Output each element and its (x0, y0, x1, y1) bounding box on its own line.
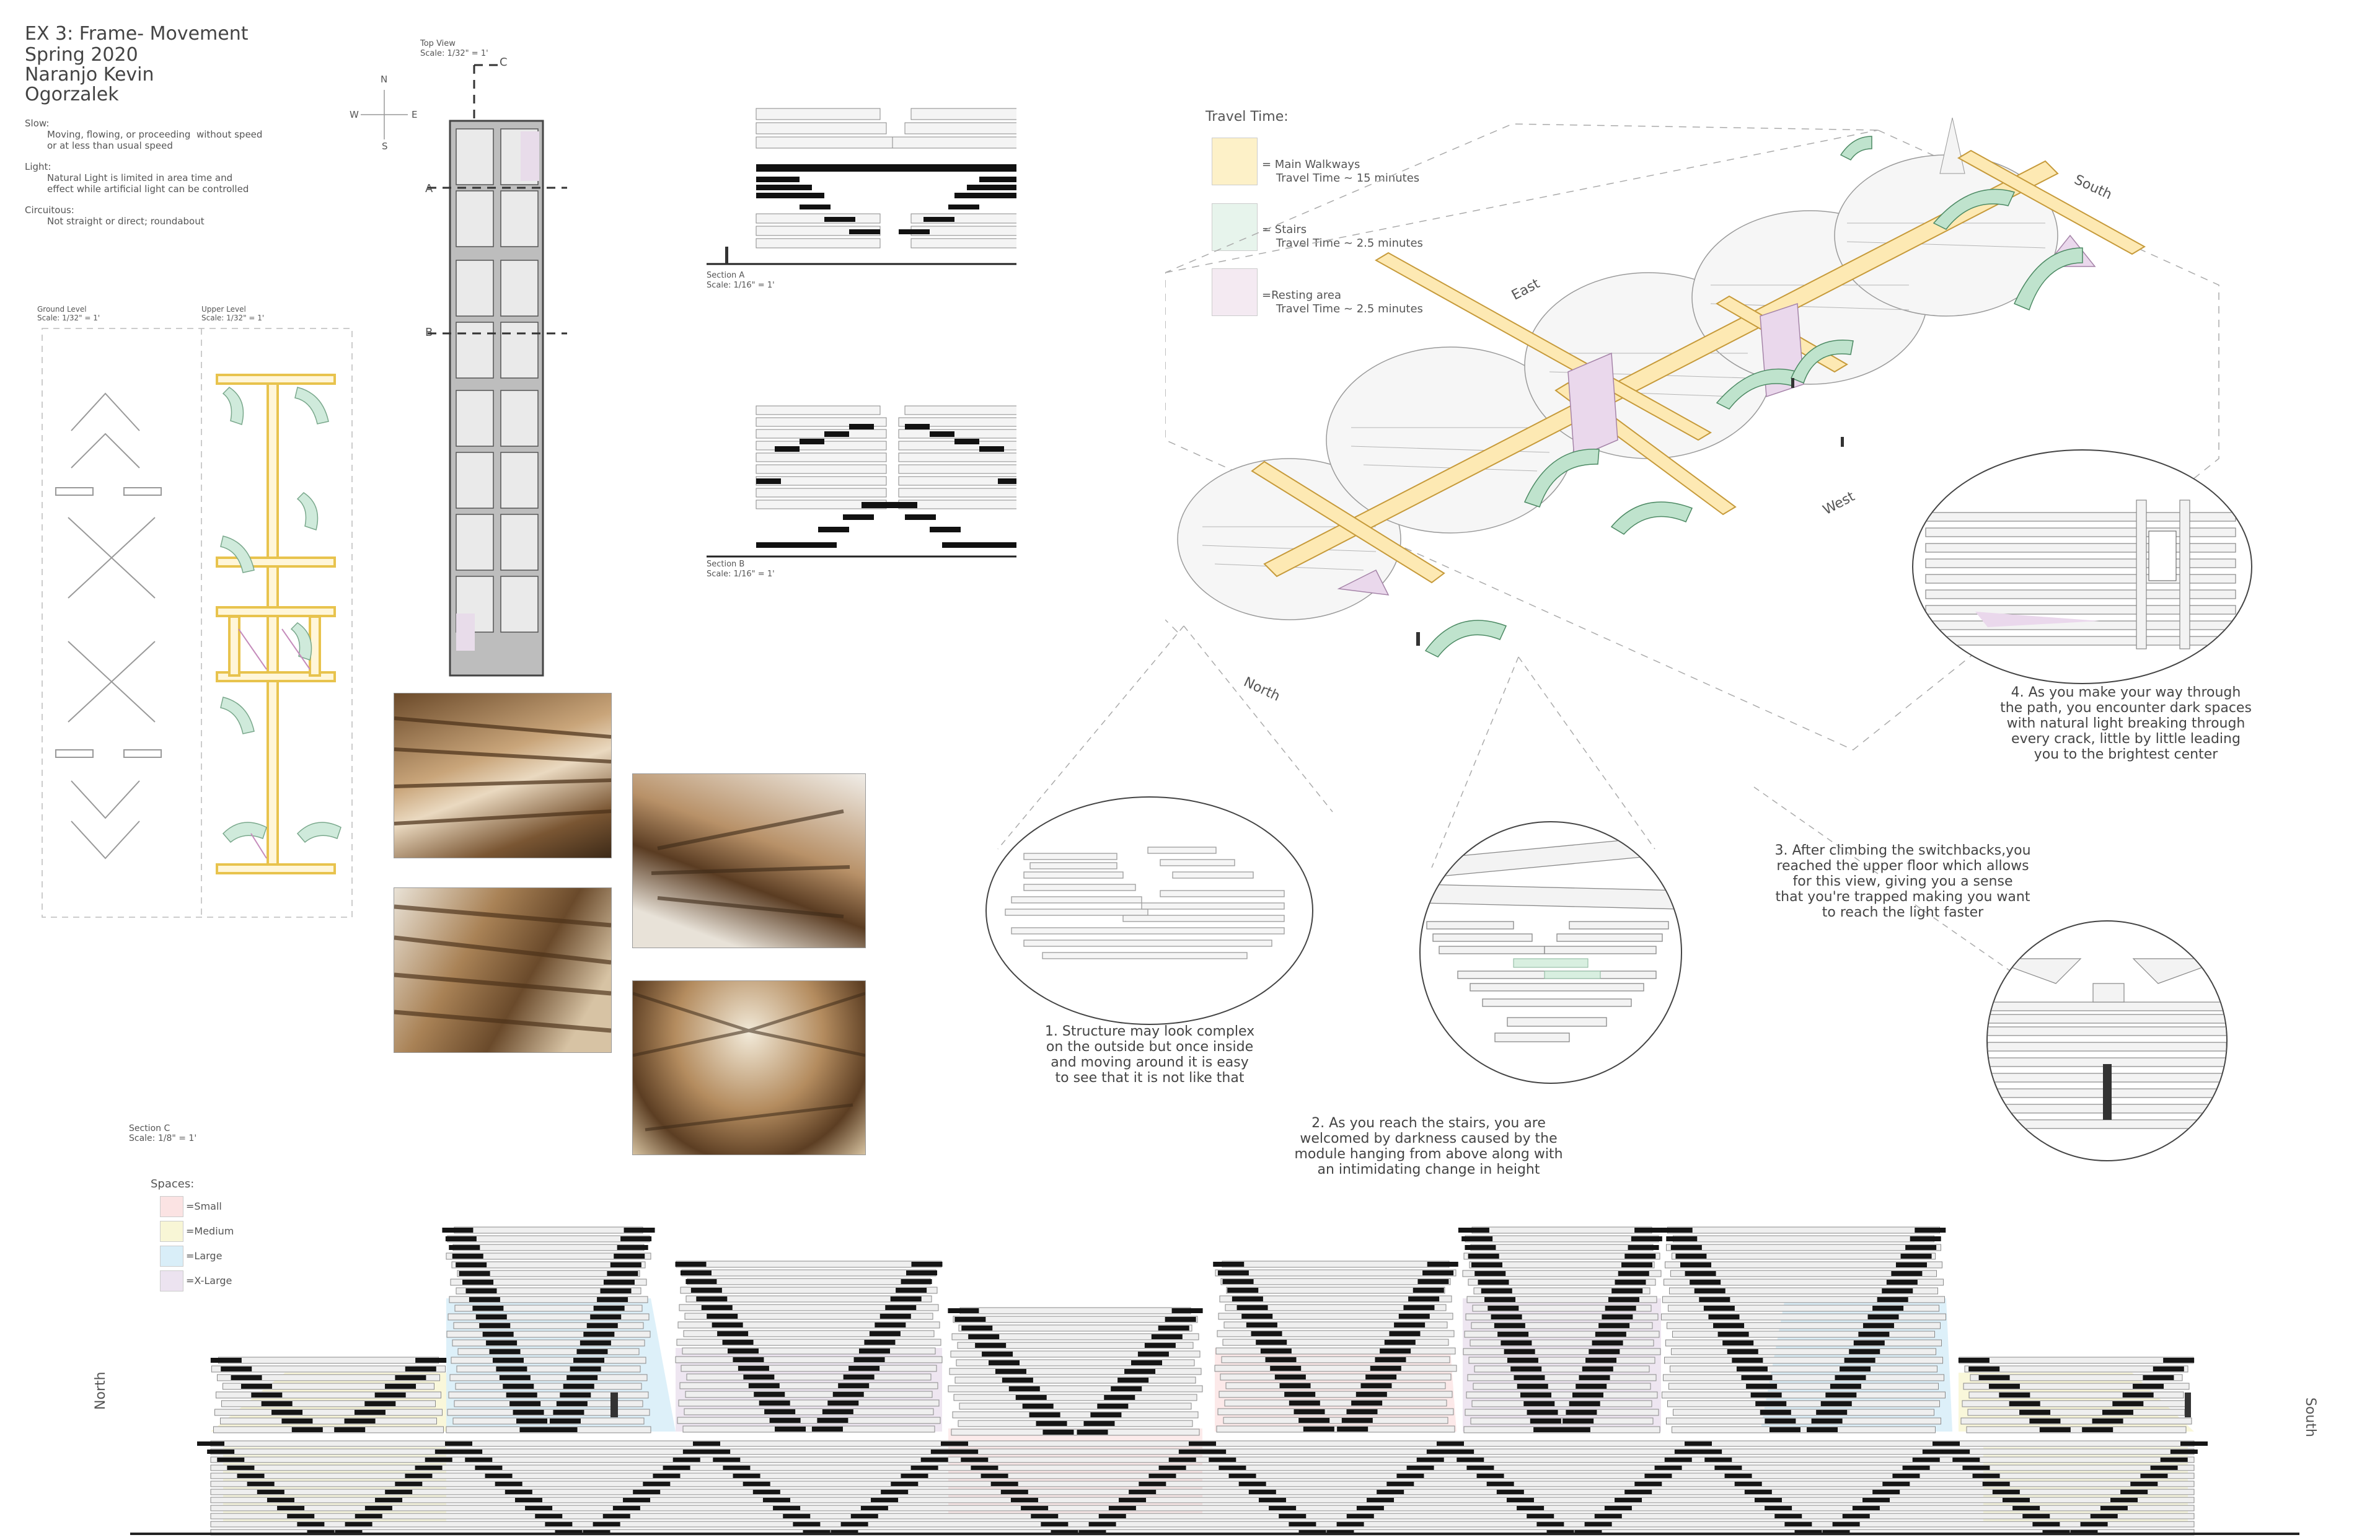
section-a-drawing (707, 108, 1016, 265)
space-swatch-small (160, 1196, 183, 1217)
upper-plan-title: Upper Level (201, 305, 246, 314)
definitions: Slow: Moving, flowing, or proceeding wit… (25, 118, 310, 227)
note-switchbacks: 3. After climbing the switchbacks,you re… (1774, 843, 2031, 920)
vignette-exterior (985, 796, 1313, 1025)
model-photo-detail (651, 809, 850, 918)
compass: N S E W (347, 71, 421, 152)
section-a-scale: Scale: 1/16" = 1' (707, 281, 775, 290)
top-view-plan (428, 64, 567, 677)
definition-term: Circuitous: (25, 205, 74, 216)
travel-label-walkways: = Main Walkways Travel Time ~ 15 minutes (1262, 158, 1420, 185)
note-stairs: 2. As you reach the stairs, you are welc… (1294, 1115, 1563, 1177)
definition-term: Slow: (25, 118, 50, 129)
compass-west: W (350, 109, 359, 120)
travel-label-stairs: = Stairs Travel Time ~ 2.5 minutes (1262, 223, 1423, 250)
section-b-scale: Scale: 1/16" = 1' (707, 570, 775, 579)
model-photo (394, 693, 612, 858)
author-surname: Ogorzalek (25, 84, 119, 105)
compass-south: S (382, 141, 388, 152)
top-view-scale: Scale: 1/32" = 1' (420, 49, 488, 58)
section-b-title: Section B (707, 560, 745, 569)
elevation-label-north: North (93, 1371, 108, 1410)
elevation-label-south: South (2303, 1397, 2318, 1437)
note-dark-spaces: 4. As you make your way through the path… (2000, 685, 2252, 762)
section-c-title: Section C (129, 1124, 170, 1133)
vignette-stairs-drawing (1421, 834, 1681, 1042)
model-photo-detail (394, 716, 611, 825)
section-marker-c: C (500, 56, 508, 69)
section-a-title: Section A (707, 271, 745, 280)
vignette-exterior-drawing (1005, 847, 1285, 959)
axonometric-drawing (1165, 117, 2219, 750)
ground-and-upper-plans (42, 328, 353, 918)
model-photo-detail (633, 992, 865, 1132)
definition-text: Not straight or direct; roundabout (47, 216, 205, 227)
note-structure: 1. Structure may look complex on the out… (1044, 1024, 1255, 1086)
vignette-dark-path-drawing (1925, 499, 2236, 649)
space-swatch-medium (160, 1221, 183, 1242)
ground-plan-scale: Scale: 1/32" = 1' (37, 314, 100, 322)
section-b-drawing (707, 405, 1016, 558)
section-c-elevation (130, 1226, 2299, 1536)
travel-swatch-resting (1212, 268, 1258, 316)
model-photo (632, 773, 866, 948)
vignette-stairs (1419, 821, 1682, 1084)
travel-swatch-stairs (1212, 203, 1258, 251)
model-photo (394, 887, 612, 1053)
vignette-upper-floor-drawing (1988, 958, 2226, 1129)
model-photo (632, 980, 866, 1155)
sheet-title: EX 3: Frame- Movement (25, 23, 249, 45)
section-c-scale: Scale: 1/8" = 1' (129, 1133, 197, 1143)
space-swatch-large (160, 1246, 183, 1267)
top-view-title: Top View (420, 39, 456, 48)
spaces-heading: Spaces: (151, 1177, 195, 1190)
author-name: Naranjo Kevin (25, 64, 154, 86)
ground-plan-title: Ground Level (37, 305, 87, 314)
definition-term: Light: (25, 161, 51, 172)
travel-time-heading: Travel Time: (1205, 109, 1289, 125)
compass-east: E (412, 109, 418, 120)
vignette-leaders (997, 625, 2201, 1104)
model-photo-detail (394, 904, 611, 1033)
compass-rose (361, 90, 408, 139)
upper-plan-scale: Scale: 1/32" = 1' (201, 314, 265, 322)
space-label-medium: =Medium (186, 1225, 234, 1237)
compass-north: N (381, 74, 388, 85)
definition-text: Natural Light is limited in area time an… (47, 172, 249, 195)
definition-text: Moving, flowing, or proceeding without s… (47, 129, 263, 151)
space-label-small: =Small (186, 1200, 222, 1212)
travel-swatch-walkways (1212, 138, 1258, 185)
vignette-dark-path (1912, 449, 2252, 684)
travel-label-resting: =Resting area Travel Time ~ 2.5 minutes (1262, 289, 1423, 315)
space-label-xlarge: =X-Large (186, 1275, 232, 1287)
vignette-upper-floor (1986, 920, 2228, 1161)
space-swatch-xlarge (160, 1270, 183, 1291)
semester: Spring 2020 (25, 44, 138, 66)
space-label-large: =Large (186, 1250, 223, 1262)
